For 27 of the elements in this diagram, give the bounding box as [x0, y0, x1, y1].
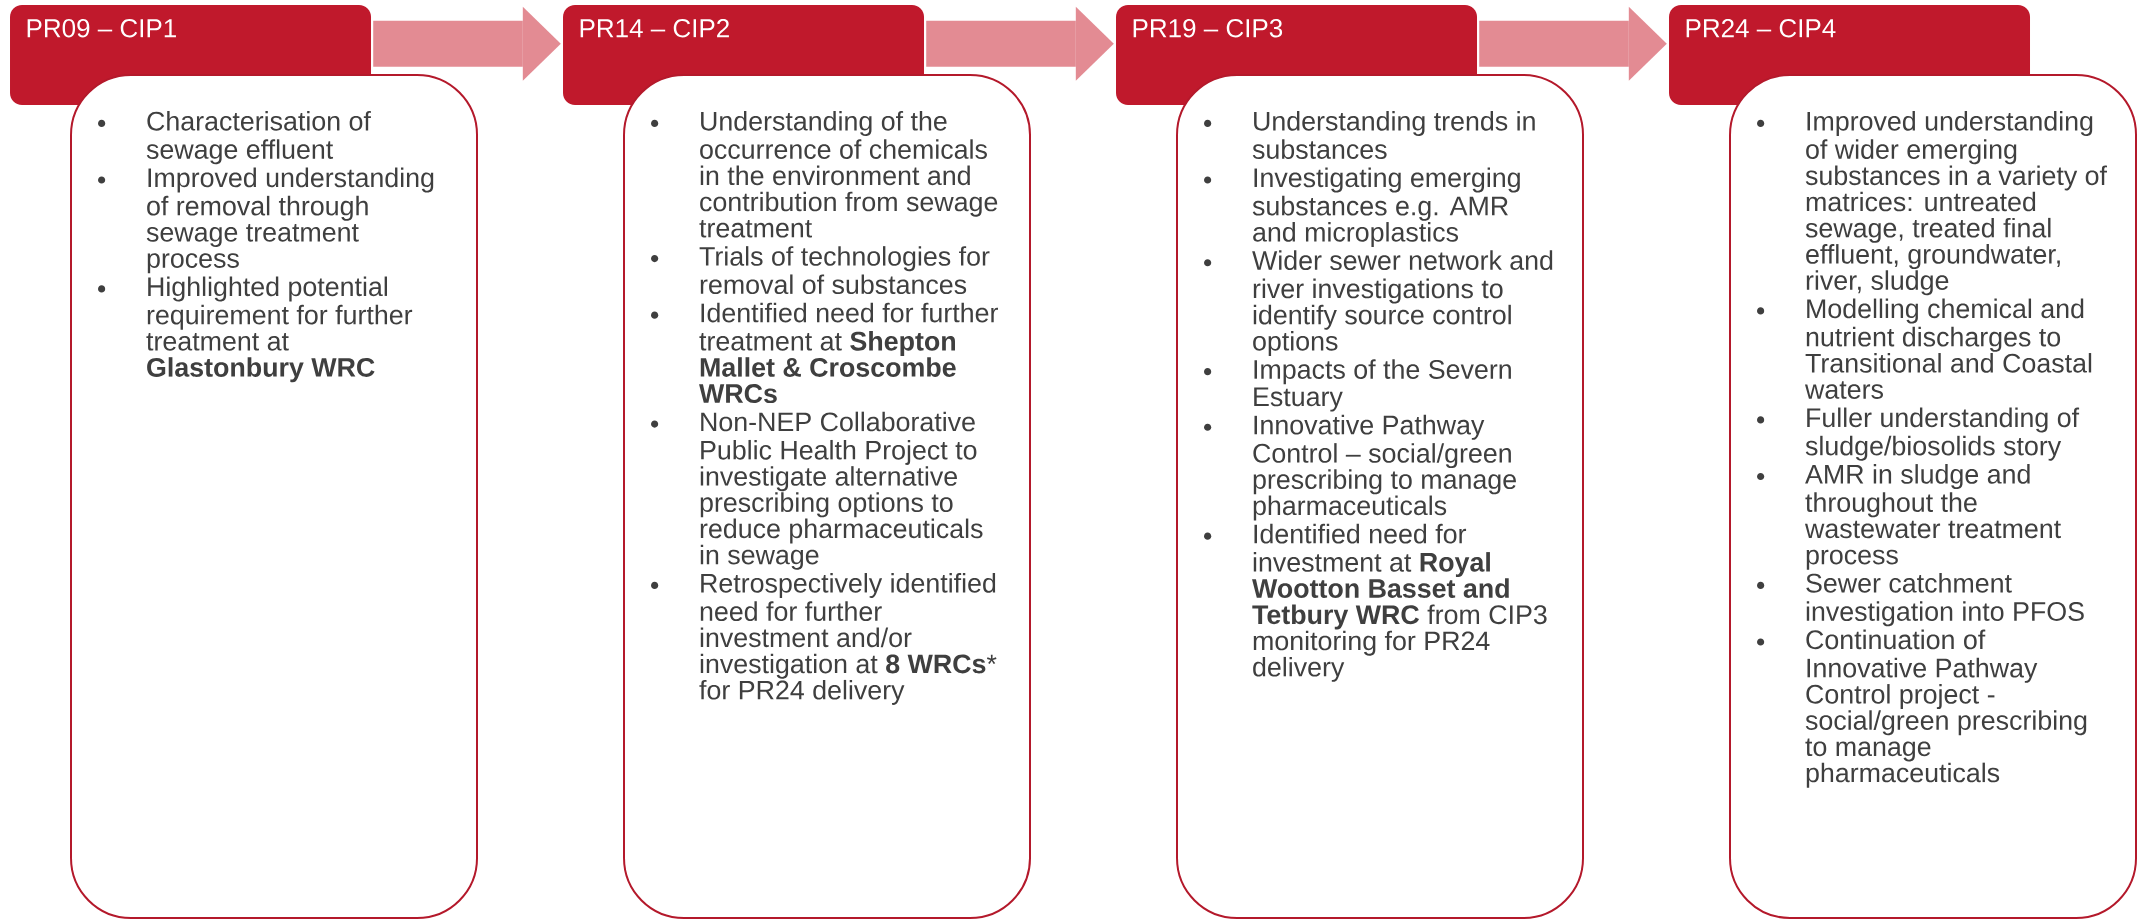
bullet-item: Understanding of the occurrence of chemicals in the environment and contribution from sewage treatment	[651, 111, 998, 238]
content-card	[1729, 74, 2137, 919]
bullet-item: Continuation of Innovative Pathway Control project - social/green prescribing to manage pharmaceuticals	[1757, 629, 2087, 788]
bullet-item: AMR in sludge and throughout the wastewater treatment process	[1757, 464, 2061, 570]
bullet-item: Impacts of the Severn Estuary	[1204, 359, 1511, 412]
bullet-item: Identified need for further treatment at Shepton Mallet & Croscombe WRCs	[651, 302, 998, 404]
bullet-item: Characterisation of sewage effluent	[98, 111, 371, 165]
bullet-item: Improved understanding of removal through sewage treatment process	[98, 167, 434, 274]
bullet-item: Fuller understanding of sludge/biosolids story	[1757, 407, 2080, 461]
content-card	[623, 74, 1031, 919]
bullet-item: Innovative Pathway Control – social/green prescribing to manage pharmaceuticals	[1204, 414, 1516, 521]
content-card	[1176, 74, 1584, 919]
bullet-item: Understanding trends in substances	[1204, 111, 1535, 159]
block-arrow	[926, 6, 1114, 81]
block-arrow	[1479, 6, 1667, 81]
bullet-item: Investigating emerging substances e.g. AMR and microplastics	[1204, 167, 1520, 247]
bullet-item: Retrospectively identified need for further investment and/or investigation at 8 WRCs* for PR24 delivery	[651, 573, 997, 705]
bullet-item: Modelling chemical and nutrient discharges to Transitional and Coastal waters	[1757, 298, 2092, 399]
bullet-item: Improved understanding of wider emerging substances in a variety of matrices: untreated sewage, treated final effluent, groundwater, river, sludge	[1757, 111, 2107, 296]
bullet-item: Sewer catchment investigation into PFOS	[1757, 573, 2084, 627]
content-card	[70, 74, 478, 919]
bullet-item: Wider sewer network and river investigations to identify source control options	[1204, 250, 1553, 356]
bullet-item: Trials of technologies for removal of substances	[651, 246, 990, 295]
bullet-item: Non-NEP Collaborative Public Health Project to investigate alternative prescribing options to reduce pharmaceuticals in sewage	[651, 411, 983, 570]
bullet-item: Identified need for investment at Royal Wootton Basset and Tetbury WRC from CIP3 monitoring for PR24 delivery	[1204, 523, 1547, 682]
block-arrow	[373, 6, 561, 81]
bullet-item: Highlighted potential requirement for further treatment at Glastonbury WRC	[98, 276, 413, 383]
